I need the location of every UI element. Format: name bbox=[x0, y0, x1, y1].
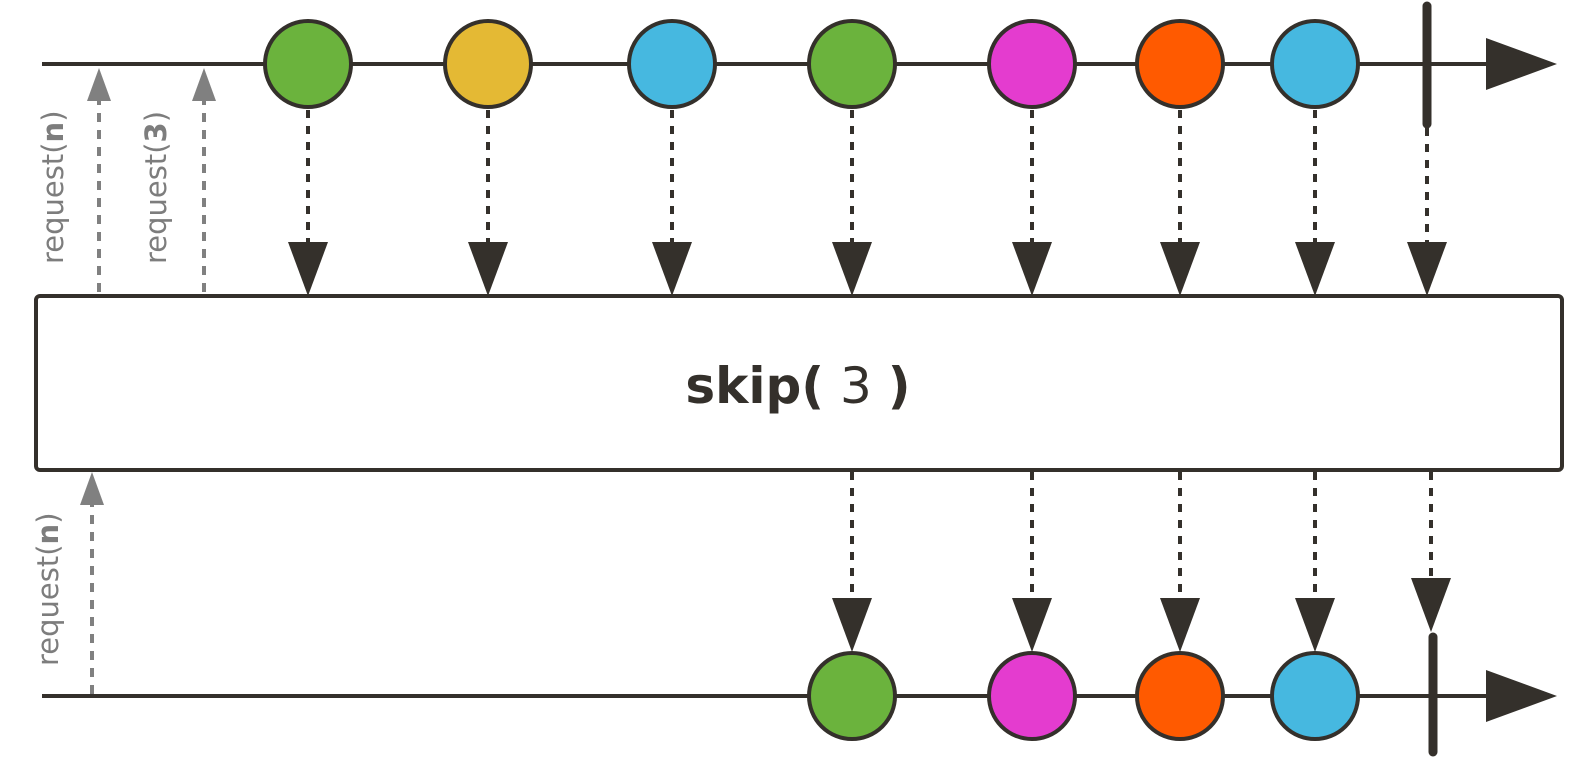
source-marble-2-yellow bbox=[443, 19, 533, 109]
source-arrow-1 bbox=[288, 110, 328, 296]
source-arrow-6 bbox=[1160, 110, 1200, 296]
downstream-request-n-arrow bbox=[80, 472, 104, 694]
source-timeline-arrowhead bbox=[1486, 38, 1557, 90]
upstream-request-n-label: request(n) bbox=[36, 110, 70, 264]
operator-label: skip( 3 ) bbox=[685, 357, 910, 415]
output-timeline-arrowhead bbox=[1486, 670, 1557, 722]
output-completion-arrow bbox=[1411, 472, 1451, 632]
output-arrow-2 bbox=[1012, 472, 1052, 652]
source-completion-arrow bbox=[1407, 128, 1447, 296]
output-arrow-1 bbox=[832, 472, 872, 652]
upstream-request-3-label: request(3) bbox=[139, 111, 173, 264]
output-marble-3-orange bbox=[1135, 651, 1225, 741]
output-marble-4-blue bbox=[1270, 651, 1360, 741]
output-marble-1-green bbox=[807, 651, 897, 741]
operator-to-output-arrows bbox=[832, 472, 1451, 652]
source-marble-6-orange bbox=[1135, 19, 1225, 109]
source-arrow-7 bbox=[1295, 110, 1335, 296]
operator-box-frame bbox=[34, 294, 1564, 472]
source-arrow-3 bbox=[652, 110, 692, 296]
output-marble-2-magenta bbox=[987, 651, 1077, 741]
output-marbles bbox=[807, 651, 1360, 741]
output-arrow-4 bbox=[1295, 472, 1335, 652]
source-marble-7-blue bbox=[1270, 19, 1360, 109]
upstream-request-3-arrow bbox=[192, 68, 216, 292]
source-arrow-5 bbox=[1012, 110, 1052, 296]
source-to-operator-arrows bbox=[288, 110, 1447, 296]
source-arrow-2 bbox=[468, 110, 508, 296]
output-timeline bbox=[42, 670, 1557, 722]
output-arrow-3 bbox=[1160, 472, 1200, 652]
upstream-request-n-arrow bbox=[87, 68, 111, 292]
source-arrow-4 bbox=[832, 110, 872, 296]
source-marble-1-green bbox=[263, 19, 353, 109]
source-marble-5-magenta bbox=[987, 19, 1077, 109]
downstream-request-n-label: request(n) bbox=[31, 512, 65, 666]
source-marble-3-blue bbox=[627, 19, 717, 109]
operator-box: skip( 3 ) bbox=[34, 294, 1564, 472]
source-marble-4-green bbox=[807, 19, 897, 109]
source-marbles bbox=[263, 19, 1360, 109]
